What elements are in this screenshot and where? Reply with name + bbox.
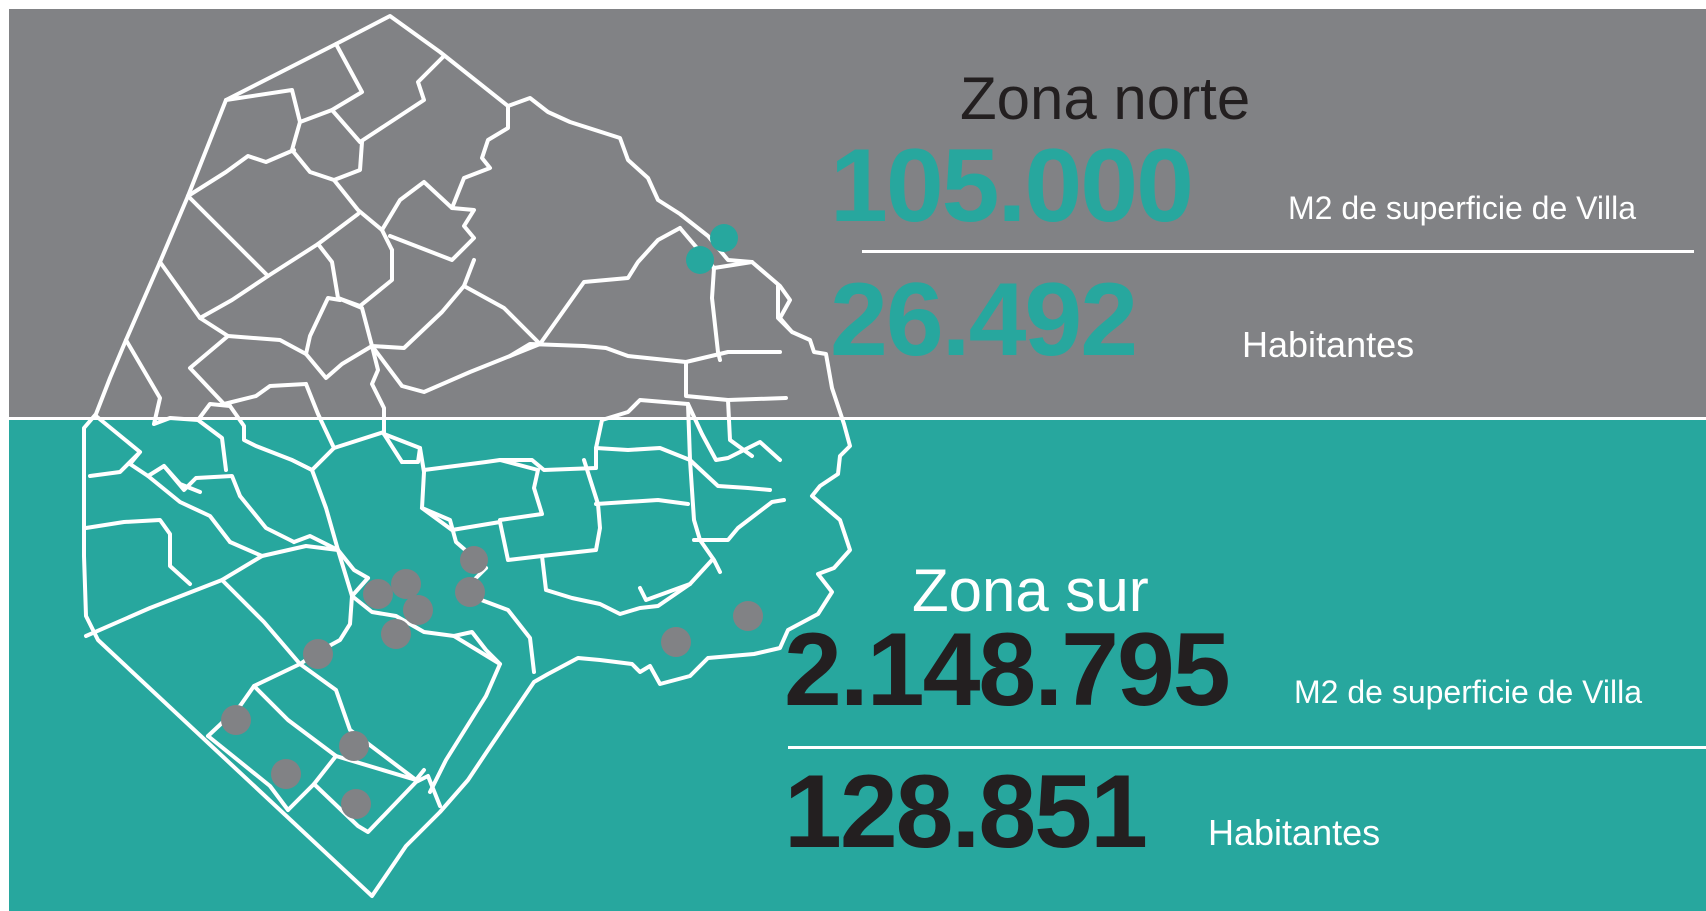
north-divider [862, 250, 1694, 253]
south-marker [455, 577, 485, 607]
zona-sur-band [9, 420, 1706, 911]
south-marker [341, 789, 371, 819]
south-marker [403, 595, 433, 625]
south-marker [303, 639, 333, 669]
north-population-label: Habitantes [1242, 324, 1415, 365]
north-marker [686, 246, 714, 274]
city-boundary [82, 14, 852, 898]
south-marker [271, 759, 301, 789]
south-population-value: 128.851 [784, 754, 1148, 870]
south-area-label: M2 de superficie de Villa [1294, 674, 1643, 710]
south-area-value: 2.148.795 [784, 612, 1231, 728]
south-marker [391, 569, 421, 599]
south-population-label: Habitantes [1208, 812, 1381, 853]
south-marker [381, 619, 411, 649]
south-marker [733, 601, 763, 631]
north-population-value: 26.492 [830, 262, 1138, 378]
zona-sur-title: Zona sur [912, 557, 1149, 624]
south-marker [661, 627, 691, 657]
south-marker [363, 579, 393, 609]
zona-norte-band [9, 9, 1706, 417]
north-area-label: M2 de superficie de Villa [1288, 190, 1637, 226]
north-area-value: 105.000 [830, 128, 1194, 244]
south-divider [788, 746, 1706, 749]
zona-norte-title: Zona norte [960, 65, 1251, 132]
north-marker [710, 224, 738, 252]
south-marker [339, 731, 369, 761]
south-marker [460, 546, 488, 574]
south-marker [221, 705, 251, 735]
